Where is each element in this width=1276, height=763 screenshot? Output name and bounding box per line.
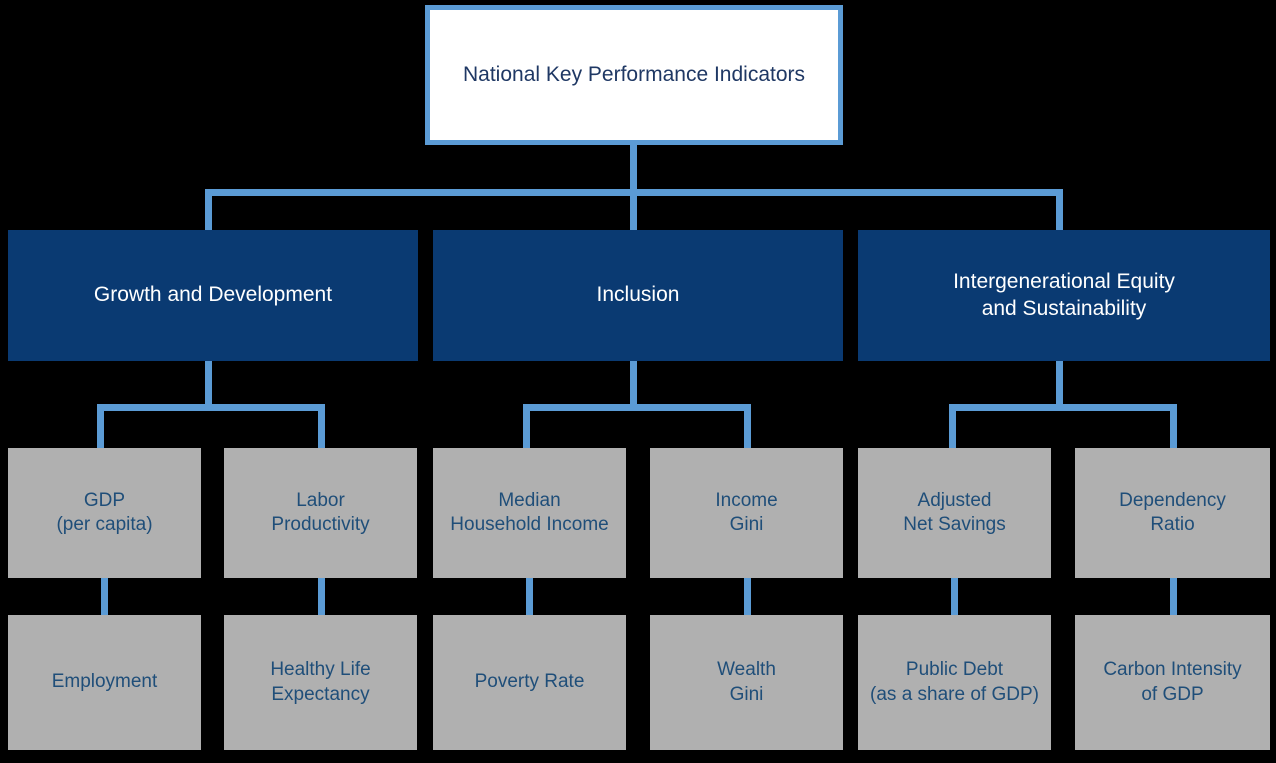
sub-indicator-node-label: Poverty Rate <box>474 671 585 693</box>
connector-category-2-to-indicator-0 <box>949 404 956 448</box>
root-node-label: National Key Performance Indicators <box>463 62 805 86</box>
indicator-node-label: Dependency Ratio <box>1119 489 1226 535</box>
sub-indicator-node-carbon-intensity[interactable]: Carbon Intensity of GDP <box>1075 615 1270 750</box>
sub-indicator-node-employment[interactable]: Employment <box>8 615 201 750</box>
sub-indicator-node-label: Public Debt (as a share of GDP) <box>870 659 1039 705</box>
indicator-node-label: Adjusted Net Savings <box>903 489 1006 535</box>
sub-indicator-node-healthy-life-expectancy[interactable]: Healthy Life Expectancy <box>224 615 417 750</box>
connector-category-2-stem <box>1056 361 1063 405</box>
connector-indicator-0-0-to-sub <box>101 578 108 615</box>
connector-category-1-to-indicator-0 <box>523 404 530 448</box>
category-node-growth-and-development[interactable]: Growth and Development <box>8 230 418 361</box>
root-node-national-kpi[interactable]: National Key Performance Indicators <box>425 5 843 145</box>
indicator-node-labor-productivity[interactable]: Labor Productivity <box>224 448 417 578</box>
indicator-node-label: GDP (per capita) <box>56 489 153 535</box>
connector-category-2-to-indicator-1 <box>1170 404 1177 448</box>
category-node-label: Growth and Development <box>93 283 333 307</box>
connector-to-category-0 <box>205 189 212 231</box>
connector-root-stem <box>630 145 637 193</box>
indicator-node-median-household-income[interactable]: Median Household Income <box>433 448 626 578</box>
sub-indicator-node-label: Wealth Gini <box>717 659 776 705</box>
sub-indicator-node-label: Healthy Life Expectancy <box>270 659 371 705</box>
category-node-inclusion[interactable]: Inclusion <box>433 230 843 361</box>
indicator-node-label: Median Household Income <box>450 489 609 535</box>
category-node-label: Inclusion <box>596 283 680 307</box>
connector-category-0-to-indicator-1 <box>318 404 325 448</box>
connector-indicator-0-1-to-sub <box>318 578 325 615</box>
indicator-node-label: Income Gini <box>715 489 778 535</box>
sub-indicator-node-poverty-rate[interactable]: Poverty Rate <box>433 615 626 750</box>
sub-indicator-node-wealth-gini[interactable]: Wealth Gini <box>650 615 843 750</box>
connector-to-category-2 <box>1056 189 1063 231</box>
indicator-node-gdp-per-capita[interactable]: GDP (per capita) <box>8 448 201 578</box>
category-node-intergenerational-equity[interactable]: Intergenerational Equity and Sustainabil… <box>858 230 1270 361</box>
connector-category-1-stem <box>630 361 637 405</box>
connector-to-category-1 <box>630 189 637 231</box>
connector-category-0-to-indicator-0 <box>97 404 104 448</box>
indicator-node-dependency-ratio[interactable]: Dependency Ratio <box>1075 448 1270 578</box>
sub-indicator-node-public-debt[interactable]: Public Debt (as a share of GDP) <box>858 615 1051 750</box>
connector-category-1-to-indicator-1 <box>744 404 751 448</box>
sub-indicator-node-label: Employment <box>51 671 158 693</box>
connector-category-0-bus <box>97 404 325 411</box>
connector-indicator-2-1-to-sub <box>1170 578 1177 615</box>
connector-indicator-1-1-to-sub <box>744 578 751 615</box>
connector-indicator-2-0-to-sub <box>951 578 958 615</box>
connector-category-1-bus <box>523 404 751 411</box>
connector-indicator-1-0-to-sub <box>526 578 533 615</box>
connector-category-2-bus <box>949 404 1177 411</box>
sub-indicator-node-label: Carbon Intensity of GDP <box>1103 659 1242 705</box>
indicator-node-label: Labor Productivity <box>271 489 370 535</box>
category-node-label: Intergenerational Equity and Sustainabil… <box>953 269 1175 320</box>
indicator-node-adjusted-net-savings[interactable]: Adjusted Net Savings <box>858 448 1051 578</box>
indicator-node-income-gini[interactable]: Income Gini <box>650 448 843 578</box>
connector-category-0-stem <box>205 361 212 405</box>
